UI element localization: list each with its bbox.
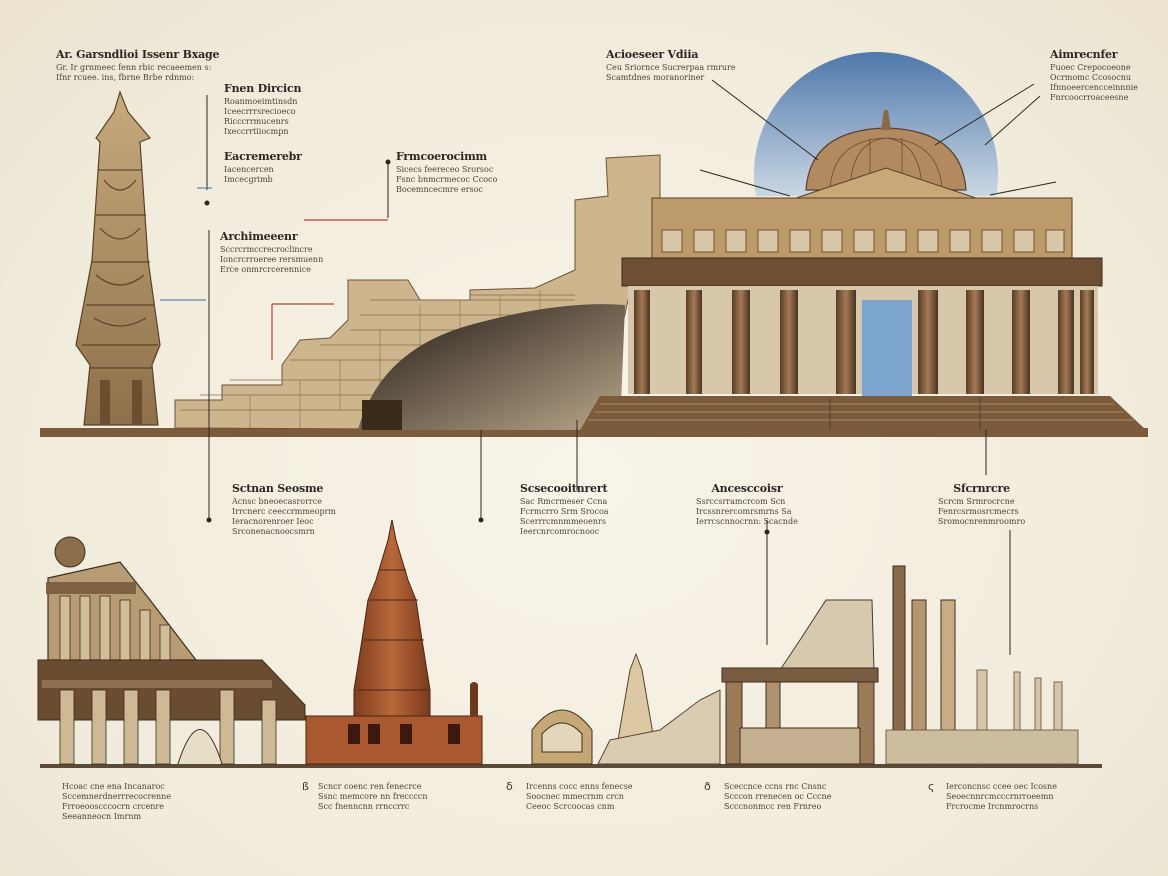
label-2-line-4: Ixeccrrtiiocmpn xyxy=(224,127,289,136)
ground-line-top xyxy=(40,428,1148,437)
caption-5-marker-icon: ς xyxy=(928,780,935,793)
label-block-9: Scsecooitnrert Sac Rmcrmeser Ccna Fcrmcr… xyxy=(520,482,609,537)
caption-1-line-4: Seeanneocn Imrnm xyxy=(62,812,142,821)
caption-2: Scncr coenc ren fenecrce Ssnc memcore nn… xyxy=(318,782,428,812)
caption-5-line-3: Frcrocme Ircnmrocrns xyxy=(946,802,1039,811)
label-3-title: Eacremerebr xyxy=(224,150,302,163)
caption-1-line-1: Hcoac cne ena Incanaroc xyxy=(62,782,165,791)
label-7-title: Aimrecnfer xyxy=(1050,48,1118,61)
label-9-title: Scsecooitnrert xyxy=(520,482,608,495)
label-2-line-3: Ricccrrmucenrs xyxy=(224,117,289,126)
label-1-line-1: Gr. Ir grnmeec fenn rbic recaeemen s: xyxy=(56,63,212,72)
leader-dots xyxy=(204,159,770,535)
label-4-line-1: Sicecs feereceo Srorsoc xyxy=(396,165,494,174)
caption-3-line-1: Ircenns cocc enns fenecse xyxy=(526,782,633,791)
caption-4-line-1: Sceccnce ccns rnc Cnsnc xyxy=(724,782,827,791)
caption-2-line-3: Scc fnenncnn rrnccrrc xyxy=(318,802,410,811)
caption-4-line-3: Scccnonmcc ren Frnreo xyxy=(724,802,822,811)
label-6-line-1: Ceu Sriornce Sucrerpaa rmrure xyxy=(606,63,736,72)
label-block-7: Aimrecnfer Fuoec Crepocoeone Ocrmomc Cco… xyxy=(1050,48,1138,103)
leader-lines-top xyxy=(206,79,1057,655)
label-9-line-3: Scerrrcmnmmeoenrs xyxy=(520,517,606,526)
label-8-line-1: Acnsc bneoecasrorrce xyxy=(232,497,322,506)
caption-3-line-3: Ceeoc Scrcoocas cnm xyxy=(526,802,615,811)
label-block-8: Sctnan Seosme Acnsc bneoecasrorrce Irrcn… xyxy=(232,482,336,537)
caption-5-line-2: Seoecnnrcmcccrnrroeemn xyxy=(946,792,1054,801)
caption-4: Sceccnce ccns rnc Cnsnc Scccon rrenecen … xyxy=(724,782,831,812)
label-3-line-1: Iacencercen xyxy=(224,165,274,174)
label-7-line-3: Ifnnoeercencceinnnie xyxy=(1050,83,1138,92)
ground-line-bottom xyxy=(40,764,1102,768)
caption-3: Ircenns cocc enns fenecse Soocnec mmecrn… xyxy=(526,782,633,812)
caption-3-marker-icon: δ xyxy=(506,780,513,793)
label-block-1: Ar. Garsndlioi Issenr Bxage Gr. Ir grnme… xyxy=(56,48,220,83)
label-9-line-2: Fcrmcrro Srm Srocoa xyxy=(520,507,609,516)
label-block-6: Acioeseer Vdiia Ceu Sriornce Sucrerpaa r… xyxy=(606,48,736,83)
domed-temple-illustration xyxy=(580,110,1146,430)
label-10-line-3: Ierrcscnnocrnn: Scacnde xyxy=(696,517,798,526)
caption-5: Ierconcnsc ccee oec Icosne Seoecnnrcmccc… xyxy=(946,782,1057,812)
caption-1: Hcoac cne ena Incanaroc Sccemnerdnerrrec… xyxy=(62,782,171,822)
caption-3-line-2: Soocnec mmecrnm crcn xyxy=(526,792,624,801)
label-5-line-2: Ioncrcrroeree rersmuenn xyxy=(220,255,324,264)
terracotta-tower-illustration xyxy=(305,519,483,765)
carved-tower-illustration xyxy=(75,90,161,426)
label-1-line-2: Ifnr rcuee. ins, fbrne Brbe rdnmo: xyxy=(56,73,195,82)
label-1-title: Ar. Garsndlioi Issenr Bxage xyxy=(56,48,220,61)
label-8-line-2: Irrcnerc ceeccrmmeoprm xyxy=(232,507,337,516)
label-8-line-3: Ieracnorenroer Ieoc xyxy=(232,517,314,526)
label-block-5: Archimeeenr Sccrcrmccrecroclincre Ioncrc… xyxy=(220,230,323,275)
label-9-line-4: Ieercnrcomrocnooc xyxy=(520,527,600,536)
caption-2-line-2: Ssnc memcore nn freccccn xyxy=(318,792,428,801)
accent-lines xyxy=(271,219,388,360)
label-2-title: Fnen Dircicn xyxy=(224,82,302,95)
label-11-line-2: Fenrcsrmosrcmecrs xyxy=(938,507,1019,516)
label-7-line-2: Ocrmomc Ccosocnu xyxy=(1050,73,1131,82)
caption-2-marker-icon: ß xyxy=(302,780,309,793)
label-block-2: Fnen Dircicn Roanmoeimtinsdn Iceecrrrsre… xyxy=(224,82,302,137)
label-6-title: Acioeseer Vdiia xyxy=(606,48,699,61)
label-4-line-3: Bocemncecmre ersoc xyxy=(396,185,483,194)
label-7-line-4: Fnrcoocrroaceesne xyxy=(1050,93,1129,102)
label-6-line-2: Scamtdnes moranoriner xyxy=(606,73,705,82)
label-5-line-1: Sccrcrmccrecroclincre xyxy=(220,245,313,254)
label-block-10: Ancesccoisr Ssrccsrramcrcom Scn Ircssnre… xyxy=(696,482,798,527)
label-11-title: Sfcrnrcre xyxy=(953,482,1010,495)
label-2-line-1: Roanmoeimtinsdn xyxy=(224,97,298,106)
label-4-line-2: Fsnc bnmcrmecoc Ccoco xyxy=(396,175,498,184)
label-8-line-4: Srconenacnoocsmrn xyxy=(232,527,315,536)
caption-4-line-2: Scccon rrenecen oc Cccne xyxy=(724,792,832,801)
label-5-line-3: Erce onmrcrcerennice xyxy=(220,265,311,274)
label-10-line-1: Ssrccsrramcrcom Scn xyxy=(696,497,786,506)
label-9-line-1: Sac Rmcrmeser Ccna xyxy=(520,497,608,506)
label-block-11: Sfcrnrcre Scrcm Srmrocrcne Fenrcsrmosrcm… xyxy=(938,482,1025,527)
caption-1-line-2: Sccemnerdnerrrecocrenne xyxy=(62,792,172,801)
label-11-line-3: Sromocnrenmroomro xyxy=(938,517,1026,526)
label-7-line-1: Fuoec Crepocoeone xyxy=(1050,63,1131,72)
label-3-line-2: Imcecgrimb xyxy=(224,175,273,184)
caption-1-line-3: Frroeooscccocrn crcenre xyxy=(62,802,164,811)
label-8-title: Sctnan Seosme xyxy=(232,482,324,495)
label-4-title: Frmcoerocimm xyxy=(396,150,487,163)
label-10-title: Ancesccoisr xyxy=(711,482,783,495)
obelisk-cluster-illustration xyxy=(885,565,1079,765)
label-block-4: Frmcoerocimm Sicecs feereceo Srorsoc Fsn… xyxy=(396,150,497,195)
arched-shrine-illustration xyxy=(531,652,721,765)
gate-ruin-illustration xyxy=(721,599,879,765)
caption-5-line-1: Ierconcnsc ccee oec Icosne xyxy=(946,782,1057,791)
label-10-line-2: Ircssnrercomrsmrns Sa xyxy=(696,507,792,516)
ruined-wall-illustration xyxy=(174,154,661,431)
caption-4-marker-icon: ð xyxy=(704,780,711,793)
label-5-title: Archimeeenr xyxy=(220,230,298,243)
caption-2-line-1: Scncr coenc ren fenecrce xyxy=(318,782,422,791)
colonnade-ruin-illustration xyxy=(37,536,306,765)
label-block-3: Eacremerebr Iacencercen Imcecgrimb xyxy=(224,150,302,185)
label-2-line-2: Iceecrrrsrecioeco xyxy=(224,107,296,116)
label-11-line-1: Scrcm Srmrocrcne xyxy=(938,497,1015,506)
